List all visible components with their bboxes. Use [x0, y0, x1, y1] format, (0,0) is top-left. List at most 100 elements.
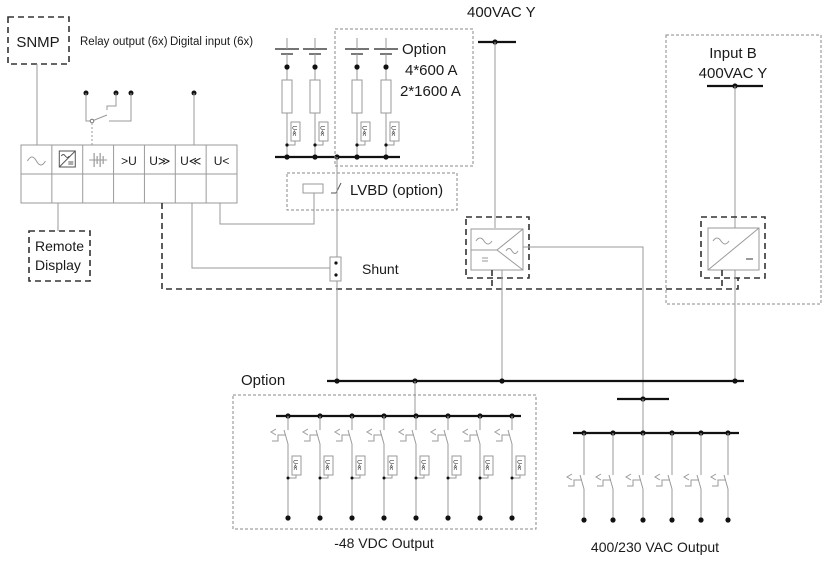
- svg-text:U≪: U≪: [361, 126, 367, 137]
- output-terminal: [413, 515, 419, 521]
- circuit-breaker-icon: [270, 423, 289, 518]
- dc-output-circuit: U≪: [398, 413, 430, 521]
- dc-output-box: [232, 394, 537, 530]
- ac-output-circuit: [566, 430, 587, 523]
- fuse-icon: [351, 79, 363, 114]
- svg-text:U≪: U≪: [420, 460, 426, 471]
- battery-icon: [89, 153, 108, 167]
- high-voltage-icon: U≫: [149, 154, 170, 168]
- dc-output-circuit: U≪: [430, 413, 462, 521]
- shunt-label: Shunt: [362, 261, 399, 277]
- dc-output-label: -48 VDC Output: [334, 535, 434, 551]
- ac-output-circuit: [710, 430, 731, 523]
- output-terminal: [669, 517, 675, 523]
- output-terminal: [445, 515, 451, 521]
- lvbd-module: LVBD (option): [286, 172, 458, 211]
- fuse-icon: [281, 79, 293, 114]
- option-top-label: Option: [402, 41, 446, 58]
- battery-string: U≪: [374, 38, 400, 160]
- control-bus-line: [161, 203, 739, 290]
- remote-display-label-2: Display: [35, 257, 81, 273]
- battery-strings: U≪ U≪ U≪ U≪: [275, 38, 400, 160]
- svg-text:U≪: U≪: [324, 460, 330, 471]
- dc-output-circuit: U≪: [270, 413, 302, 521]
- option-rating-1: 4*600 A: [405, 62, 458, 79]
- ac-output-circuit: [595, 430, 616, 523]
- option-rating-2: 2*1600 A: [400, 83, 461, 100]
- low-voltage-icon: U≪: [180, 154, 201, 168]
- controller-panel: >U U≫ U≪ U<: [20, 144, 238, 204]
- output-terminal: [285, 515, 291, 521]
- ac-output-circuit: [683, 430, 704, 523]
- fuse-icon: [380, 79, 392, 114]
- output-terminal: [581, 517, 587, 523]
- output-terminal: [640, 517, 646, 523]
- rectifier-inverter-module: [465, 216, 644, 397]
- svg-text:U≪: U≪: [388, 460, 394, 471]
- snmp-module: SNMP: [7, 16, 70, 145]
- circuit-breaker-icon: [430, 423, 449, 518]
- dc-output-circuit: U≪: [366, 413, 398, 521]
- output-terminal: [509, 515, 515, 521]
- input-b-label-2: 400VAC Y: [699, 65, 768, 82]
- output-terminal: [381, 515, 387, 521]
- dc-output-circuit: U≪: [334, 413, 366, 521]
- circuit-breaker-icon: [398, 423, 417, 518]
- svg-text:U≪: U≪: [319, 126, 325, 137]
- circuit-breaker-icon: [683, 468, 702, 520]
- snmp-label: SNMP: [16, 34, 59, 51]
- fuse-icon: [309, 79, 321, 114]
- ac-outputs: [566, 430, 731, 523]
- option-bus-label: Option: [241, 372, 285, 389]
- ac-output-label: 400/230 VAC Output: [591, 539, 719, 555]
- shunt-icon: [329, 256, 342, 282]
- relay-output-label: Relay output (6x): [80, 36, 168, 48]
- digital-input-label: Digital input (6x): [170, 36, 253, 48]
- battery-string: U≪: [275, 38, 301, 160]
- input-b-label-1: Input B: [709, 45, 757, 62]
- battery-string: U≪: [303, 38, 329, 160]
- output-terminal: [349, 515, 355, 521]
- svg-text:U≪: U≪: [292, 460, 298, 471]
- output-terminal: [477, 515, 483, 521]
- remote-display-module: Remote Display: [28, 203, 91, 282]
- under-voltage-icon: U<: [214, 154, 230, 168]
- circuit-breaker-icon: [595, 468, 614, 520]
- svg-text:U≪: U≪: [356, 460, 362, 471]
- circuit-breaker-icon: [302, 423, 321, 518]
- output-terminal: [725, 517, 731, 523]
- ac-output-circuit: [654, 430, 675, 523]
- svg-text:U≪: U≪: [516, 460, 522, 471]
- svg-text:U≪: U≪: [390, 126, 396, 137]
- dc-output-circuit: U≪: [302, 413, 334, 521]
- circuit-breaker-icon: [654, 468, 673, 520]
- circuit-breaker-icon: [334, 423, 353, 518]
- remote-display-label-1: Remote: [35, 238, 84, 254]
- dc-output-circuit: U≪: [462, 413, 494, 521]
- output-terminal: [698, 517, 704, 523]
- relay-contact-icon: [83, 90, 134, 145]
- svg-text:U≪: U≪: [291, 126, 297, 137]
- circuit-breaker-icon: [566, 468, 585, 520]
- circuit-breaker-icon: [366, 423, 385, 518]
- input-a-label: 400VAC Y: [467, 4, 536, 21]
- lvbd-label: LVBD (option): [350, 182, 443, 199]
- rectifier-icon: [58, 150, 76, 168]
- battery-string: U≪: [345, 38, 371, 160]
- sine-wave-icon: [26, 156, 46, 166]
- circuit-breaker-icon: [462, 423, 481, 518]
- circuit-breaker-icon: [625, 468, 644, 520]
- dc-output-circuit: U≪: [494, 413, 526, 521]
- circuit-breaker-icon: [494, 423, 513, 518]
- svg-text:U≪: U≪: [452, 460, 458, 471]
- output-terminal: [317, 515, 323, 521]
- dc-outputs: U≪ U≪ U≪ U≪ U≪ U≪ U≪ U≪: [270, 413, 526, 521]
- input-b-module: Input B 400VAC Y: [665, 34, 822, 381]
- battery-option-box: [334, 28, 474, 167]
- ac-output-circuit: [625, 430, 646, 523]
- over-voltage-icon: >U: [121, 154, 137, 168]
- output-terminal: [610, 517, 616, 523]
- svg-text:U≪: U≪: [484, 460, 490, 471]
- circuit-breaker-icon: [710, 468, 729, 520]
